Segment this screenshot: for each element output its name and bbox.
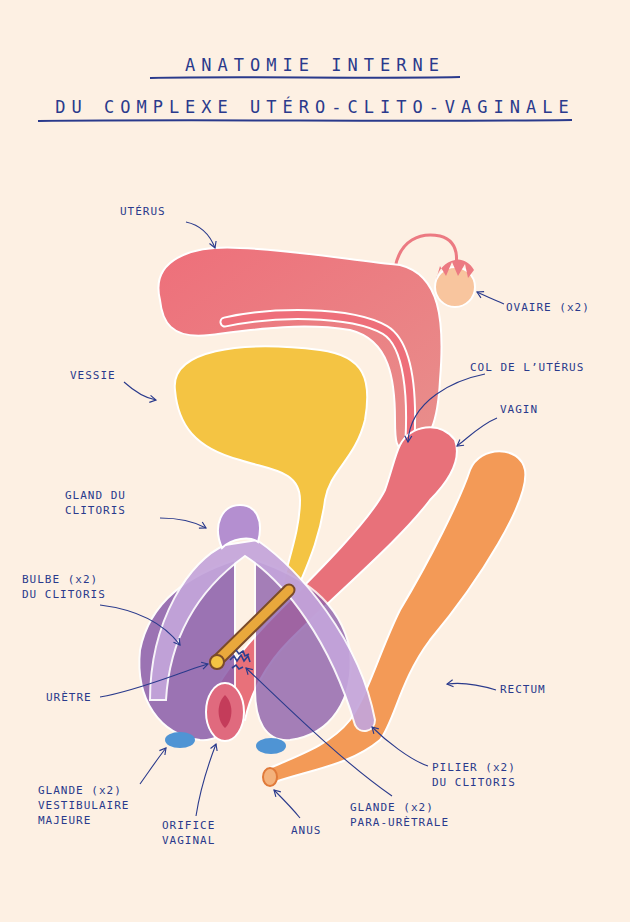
part-label: UTÉRUS xyxy=(120,204,166,219)
title-spacer xyxy=(455,44,585,86)
leader-line xyxy=(100,605,180,645)
leader-line xyxy=(160,518,206,528)
vestibular-gland xyxy=(165,732,195,748)
part-label: VESSIE xyxy=(70,368,116,383)
fimbriae-shape xyxy=(436,259,474,280)
leader-line xyxy=(477,292,504,304)
para-urethral-gland xyxy=(230,650,250,669)
part-label: PILIER (x2) DU CLITORIS xyxy=(432,760,520,790)
urethra-opening xyxy=(210,655,224,669)
part-label: COL DE L’UTÉRUS xyxy=(470,360,584,375)
part-label: OVAIRE (x2) xyxy=(506,300,590,315)
title-underline xyxy=(38,120,572,121)
leader-line xyxy=(140,748,166,784)
leader-line xyxy=(196,744,216,816)
urethra-tube xyxy=(218,590,289,660)
leader-line xyxy=(408,374,485,442)
part-label: GLAND DU CLITORIS xyxy=(65,488,153,518)
part-label: RECTUM xyxy=(500,682,546,697)
vaginal-orifice xyxy=(219,695,232,728)
leader-line xyxy=(186,222,215,248)
leader-line xyxy=(447,683,496,690)
part-label: VAGIN xyxy=(500,402,538,417)
leader-line xyxy=(100,664,208,697)
urethra-tube xyxy=(218,590,289,660)
leader-line xyxy=(457,418,497,446)
part-label: BULBE (x2) DU CLITORIS xyxy=(22,572,110,602)
leader-line xyxy=(246,668,392,796)
glans-shape xyxy=(218,505,260,548)
vestibular-gland xyxy=(256,738,286,754)
anus-shape xyxy=(263,768,277,786)
part-label: ORIFICE VAGINAL xyxy=(162,818,232,848)
part-label: URÈTRE xyxy=(46,690,92,705)
leader-line xyxy=(372,727,428,766)
crus-shape xyxy=(150,540,375,731)
title: ANATOMIE INTERNE DU COMPLEXE UTÉRO-CLITO… xyxy=(55,55,575,117)
vaginal-orifice xyxy=(206,683,244,741)
title-spacer xyxy=(45,44,175,86)
part-label: GLANDE (x2) VESTIBULAIRE MAJEURE xyxy=(38,783,133,828)
leader-line xyxy=(274,790,300,818)
leader-line xyxy=(124,382,156,400)
title-block: ANATOMIE INTERNE DU COMPLEXE UTÉRO-CLITO… xyxy=(45,44,585,128)
part-label: ANUS xyxy=(291,823,322,838)
part-label: GLANDE (x2) PARA-URÈTRALE xyxy=(350,800,455,830)
title-underline xyxy=(150,77,460,78)
